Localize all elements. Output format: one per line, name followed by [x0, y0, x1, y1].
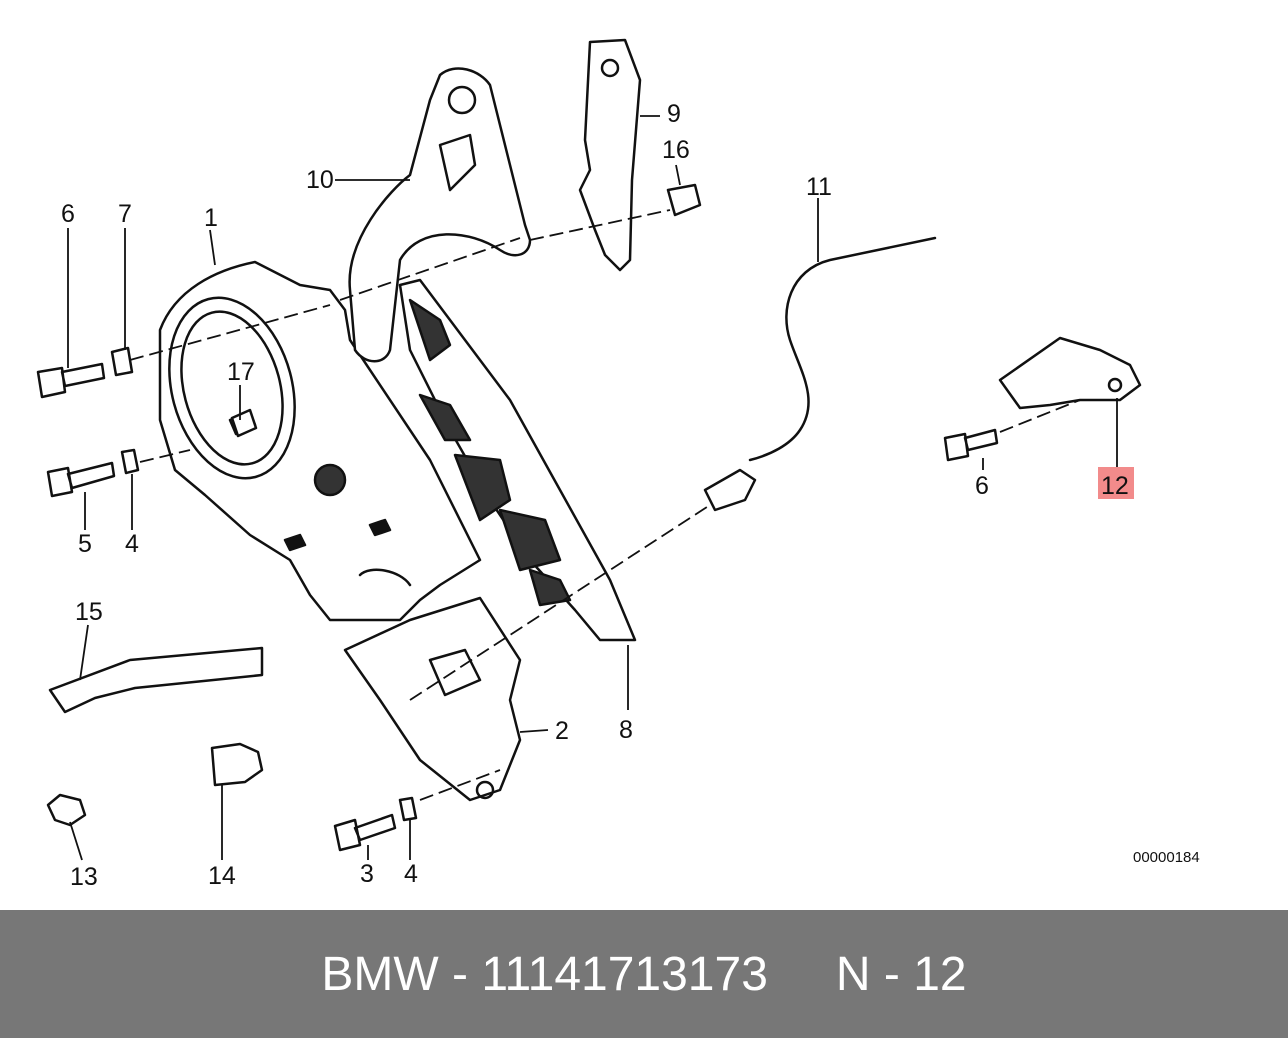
callout-12[interactable]: 12 — [1101, 472, 1129, 500]
callout-6-right[interactable]: 6 — [975, 472, 989, 500]
callout-13[interactable]: 13 — [70, 863, 98, 891]
assembly-line — [139, 449, 191, 463]
clip-14-drawing — [210, 742, 264, 787]
separator: - — [438, 947, 482, 1001]
assembly-line — [129, 304, 331, 361]
leader-line — [519, 729, 549, 733]
callout-11[interactable]: 11 — [806, 173, 832, 201]
washer-4b-drawing — [398, 796, 418, 822]
callout-7[interactable]: 7 — [118, 200, 132, 228]
bolt-6-drawing — [36, 362, 106, 399]
callout-1[interactable]: 1 — [204, 204, 218, 232]
sensor-bracket-drawing — [998, 336, 1142, 410]
washer-4-drawing — [120, 448, 140, 475]
pin-17-drawing — [230, 408, 258, 438]
leader-line — [79, 624, 89, 681]
callout-17[interactable]: 17 — [227, 358, 255, 386]
callout-4-lower[interactable]: 4 — [404, 860, 418, 888]
assembly-line — [339, 237, 521, 301]
callout-6[interactable]: 6 — [61, 200, 75, 228]
bracket-plate-drawing — [578, 38, 642, 272]
callout-10[interactable]: 10 — [306, 166, 334, 194]
callout-3[interactable]: 3 — [360, 860, 374, 888]
callout-14[interactable]: 14 — [208, 862, 236, 890]
seal-strip-drawing — [398, 278, 637, 642]
part-number-banner: BMW - 11141713173 N - 12 — [0, 910, 1288, 1038]
clip-13-drawing — [46, 793, 87, 827]
callout-8[interactable]: 8 — [619, 716, 633, 744]
brand-label: BMW — [321, 947, 439, 1001]
sensor-body-drawing — [703, 468, 757, 512]
lower-timing-cover-drawing — [343, 596, 522, 802]
callout-2[interactable]: 2 — [555, 717, 569, 745]
leader-line — [69, 821, 83, 861]
cable-clip-15-drawing — [48, 646, 264, 714]
sleeve-drawing — [666, 183, 702, 217]
diagram-reference-code: 00000184 — [1133, 849, 1200, 866]
bolt-6b-drawing — [943, 428, 999, 462]
callout-16[interactable]: 16 — [662, 136, 690, 164]
callout-15[interactable]: 15 — [75, 598, 103, 626]
sensor-cable-drawing — [748, 236, 937, 462]
assembly-line — [419, 769, 501, 801]
callout-9[interactable]: 9 — [667, 100, 681, 128]
leader-line — [675, 164, 681, 186]
callout-4[interactable]: 4 — [125, 530, 139, 558]
callout-highlight — [1098, 467, 1134, 499]
assembly-line — [529, 209, 671, 241]
position-label: N - 12 — [835, 947, 967, 1001]
leader-line — [209, 229, 216, 266]
part-number: 11141713173 — [481, 947, 768, 1001]
parts-diagram: 1 2 3 4 4 5 6 6 7 8 9 10 11 12 13 14 15 … — [36, 38, 1200, 891]
washer-7-drawing — [110, 346, 134, 377]
callout-5[interactable]: 5 — [78, 530, 92, 558]
bolt-3-drawing — [333, 813, 397, 852]
assembly-line — [999, 399, 1081, 433]
upper-timing-cover-drawing — [158, 260, 482, 622]
bolt-5-drawing — [46, 461, 116, 498]
bracket-drawing — [348, 67, 532, 363]
